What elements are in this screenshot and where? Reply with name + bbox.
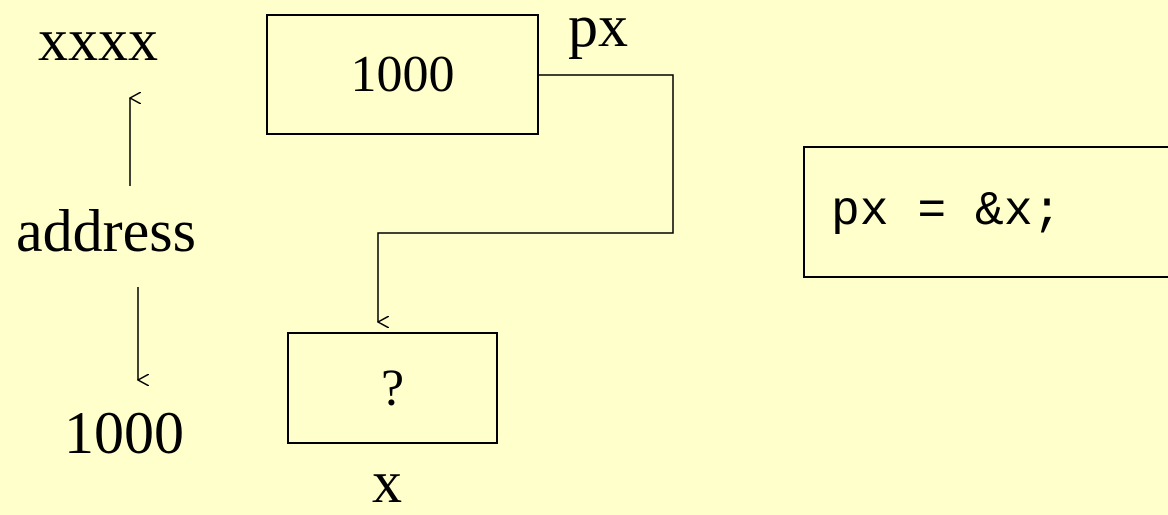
target-box: ? bbox=[287, 332, 498, 444]
pointer-label: px bbox=[568, 0, 628, 59]
target-box-value: ? bbox=[380, 359, 405, 417]
address-value-top: xxxx bbox=[38, 7, 158, 73]
address-value-bottom: 1000 bbox=[64, 400, 184, 466]
pointer-box: 1000 bbox=[266, 14, 539, 135]
code-box: px = &x; bbox=[803, 146, 1168, 278]
code-statement: px = &x; bbox=[831, 185, 1062, 239]
address-label: address bbox=[16, 198, 196, 264]
target-label: x bbox=[372, 449, 402, 515]
pointer-box-value: 1000 bbox=[350, 46, 455, 103]
pointer-arrow bbox=[378, 74, 674, 322]
